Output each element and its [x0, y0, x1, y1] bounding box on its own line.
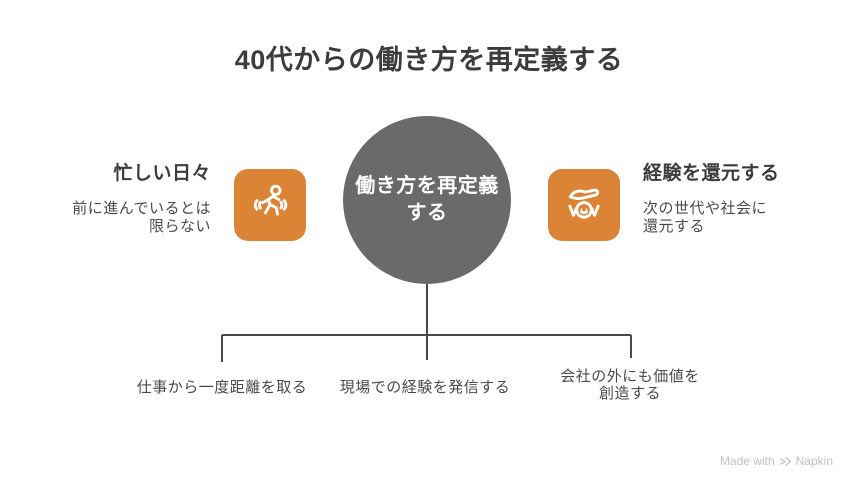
- right-item-description-line2: 還元する: [643, 218, 706, 235]
- left-item-description-line2: 限らない: [148, 218, 211, 235]
- branch-label-3-line1: 会社の外にも価値を: [560, 368, 700, 385]
- left-item-description: 前に進んでいるとは 限らない: [39, 200, 211, 236]
- center-node-label-line2: する: [406, 202, 448, 224]
- right-item-description-line1: 次の世代や社会に: [643, 200, 768, 217]
- center-node-label-line1: 働き方を再定義: [355, 175, 499, 197]
- left-item-heading: 忙しい日々: [113, 163, 211, 184]
- left-item-description-line1: 前に進んでいるとは: [72, 200, 211, 217]
- footer-credit[interactable]: Made with Napkin: [720, 454, 833, 468]
- caring-hand-icon: [561, 180, 607, 231]
- napkin-logo-icon: [779, 455, 792, 468]
- page-title: 40代からの働き方を再定義する: [234, 45, 624, 75]
- footer-brand-label: Napkin: [795, 454, 833, 468]
- branch-label-3-line2: 創造する: [598, 385, 661, 402]
- right-item-text: 経験を還元する 次の世代や社会に 還元する: [643, 162, 823, 236]
- left-icon-badge: [234, 169, 306, 241]
- branch-label-2: 現場での経験を発信する: [325, 379, 525, 396]
- right-icon-badge: [548, 169, 620, 241]
- running-person-icon: [247, 180, 293, 231]
- branch-label-2-line1: 現場での経験を発信する: [339, 379, 511, 396]
- branch-label-1-line1: 仕事から一度距離を取る: [136, 379, 308, 396]
- center-node: 働き方を再定義 する: [343, 116, 511, 284]
- left-item-text: 忙しい日々 前に進んでいるとは 限らない: [39, 162, 211, 236]
- right-item-description: 次の世代や社会に 還元する: [643, 200, 823, 236]
- branch-label-3: 会社の外にも価値を 創造する: [540, 368, 720, 402]
- right-item-heading: 経験を還元する: [643, 163, 780, 184]
- footer-made-with-label: Made with: [719, 454, 775, 468]
- branch-label-1: 仕事から一度距離を取る: [122, 379, 322, 396]
